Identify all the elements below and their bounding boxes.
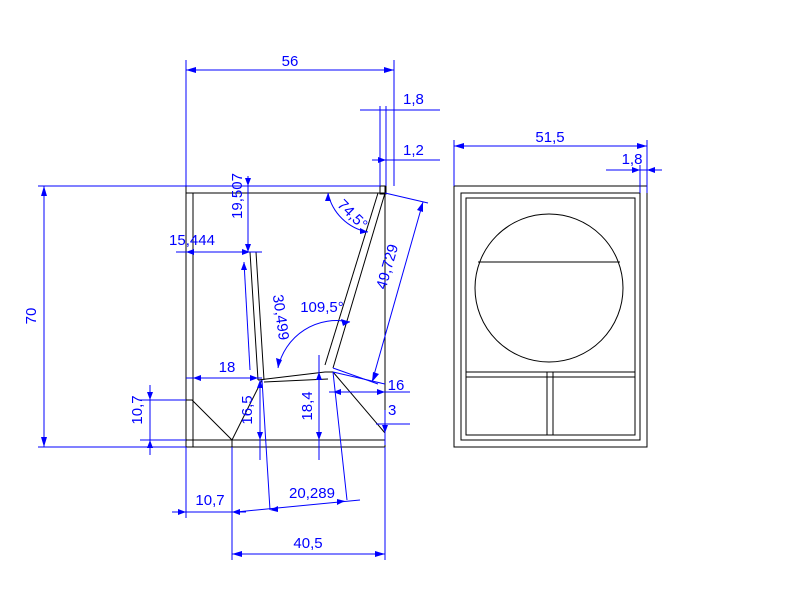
dim-diag-20289: 20,289 <box>289 485 335 502</box>
dim-angle-74: 74,5° <box>334 196 371 233</box>
dim-base-405: 40,5 <box>293 535 322 552</box>
dim-slot-length: 30,499 <box>269 293 292 341</box>
slot-panel-right <box>255 251 265 381</box>
dim-inner-width: 15,444 <box>169 232 215 249</box>
side-section-dimensions: 56 1,8 1,2 70 19,507 15,444 30,499 <box>23 53 440 560</box>
dim-angle-1095: 109,5° <box>300 299 344 316</box>
front-view-dimensions: 51,5 1,8 <box>453 129 662 193</box>
dim-base-107: 10,7 <box>195 492 224 509</box>
dim-front-width: 51,5 <box>535 129 564 146</box>
slot-panel-left <box>249 251 259 381</box>
dim-vert-165: 16,5 <box>239 395 256 424</box>
top-corner-notch <box>379 185 387 195</box>
dim-slope-length: 49,729 <box>373 242 402 291</box>
dim-panel-18-top: 1,8 <box>403 91 424 108</box>
sloped-baffle-back <box>332 192 386 369</box>
floor-ramp-left <box>231 379 263 441</box>
floor-ramp-right <box>332 371 386 434</box>
dim-top-offset: 19,507 <box>229 173 246 219</box>
bottom-deflector <box>257 371 333 381</box>
dim-right-16: 16 <box>388 377 405 394</box>
front-inner-frame <box>460 192 641 441</box>
front-outer-frame <box>453 185 648 448</box>
sloped-baffle-front <box>324 192 379 366</box>
dim-left-18: 18 <box>219 359 236 376</box>
woofer-cutout <box>474 213 624 363</box>
dim-panel-12: 1,2 <box>403 142 424 159</box>
dim-vert-184: 18,4 <box>299 391 316 420</box>
dim-right-3: 3 <box>388 402 396 419</box>
corner-chamfer <box>186 399 233 447</box>
dim-front-18: 1,8 <box>622 151 643 168</box>
front-view-geometry <box>453 185 648 448</box>
dim-overall-width: 56 <box>282 53 299 70</box>
front-baffle <box>465 197 636 436</box>
dim-height: 70 <box>23 308 40 325</box>
dim-corner-107: 10,7 <box>129 395 146 424</box>
